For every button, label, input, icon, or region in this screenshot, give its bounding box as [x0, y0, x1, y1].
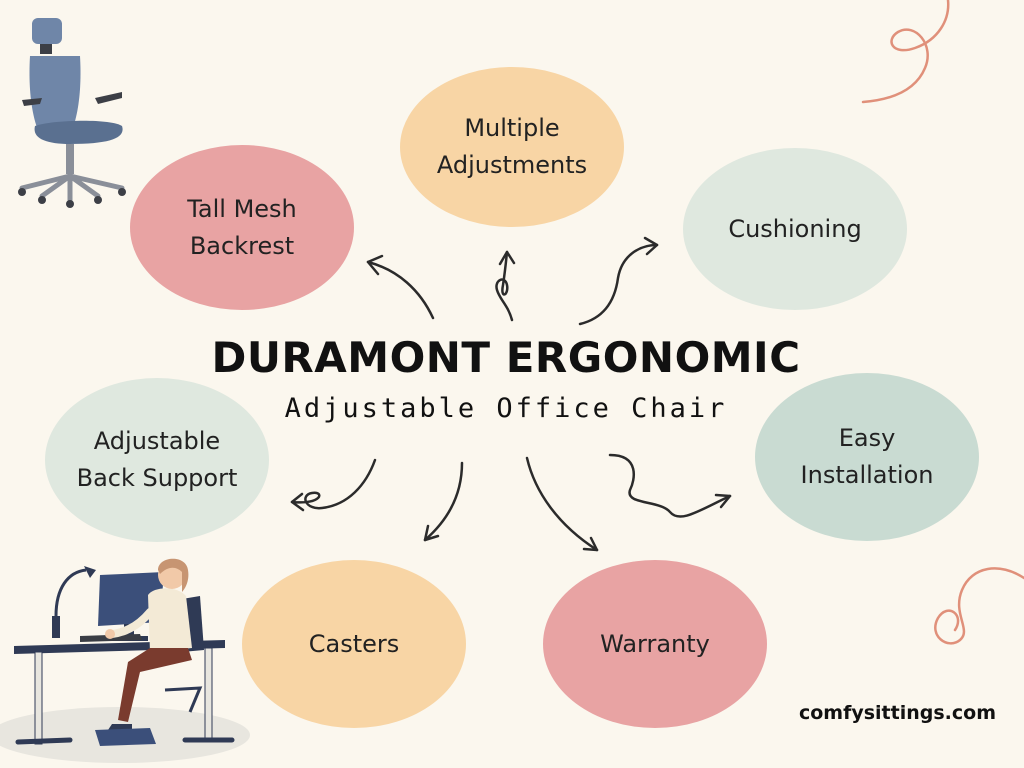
- page-subtitle: Adjustable Office Chair: [284, 393, 728, 424]
- feature-warranty: Warranty: [543, 560, 767, 728]
- feature-cushioning: Cushioning: [683, 148, 907, 310]
- feature-label: Easy Installation: [800, 424, 934, 489]
- arrow-to-warranty: [525, 456, 599, 552]
- website-label: comfysittings.com: [798, 702, 997, 724]
- feature-tall-mesh-backrest: Tall Mesh Backrest: [130, 145, 354, 310]
- arrow-to-tall-mesh-backrest: [366, 254, 435, 320]
- arrow-to-adjustable-back-support: [290, 458, 377, 512]
- feature-casters: Casters: [242, 560, 466, 728]
- page-title: DURAMONT ERGONOMIC: [211, 333, 801, 382]
- feature-easy-installation: Easy Installation: [755, 373, 979, 541]
- feature-label: Casters: [308, 629, 400, 658]
- feature-label: Warranty: [600, 629, 710, 658]
- feature-label: Cushioning: [728, 214, 862, 243]
- swirl-top-right: [861, 0, 950, 104]
- feature-label: Multiple Adjustments: [436, 114, 588, 179]
- arrow-to-easy-installation: [608, 453, 732, 518]
- feature-multiple-adjustments: Multiple Adjustments: [400, 67, 624, 227]
- arrow-to-casters: [423, 461, 464, 542]
- arrow-to-cushioning: [578, 236, 659, 326]
- arrow-to-multiple-adjustments: [495, 250, 516, 322]
- feature-label: Tall Mesh Backrest: [187, 194, 297, 260]
- feature-adjustable-back-support: Adjustable Back Support: [45, 378, 269, 542]
- feature-label: Adjustable Back Support: [76, 427, 238, 492]
- swirl-bottom-right: [934, 567, 1024, 645]
